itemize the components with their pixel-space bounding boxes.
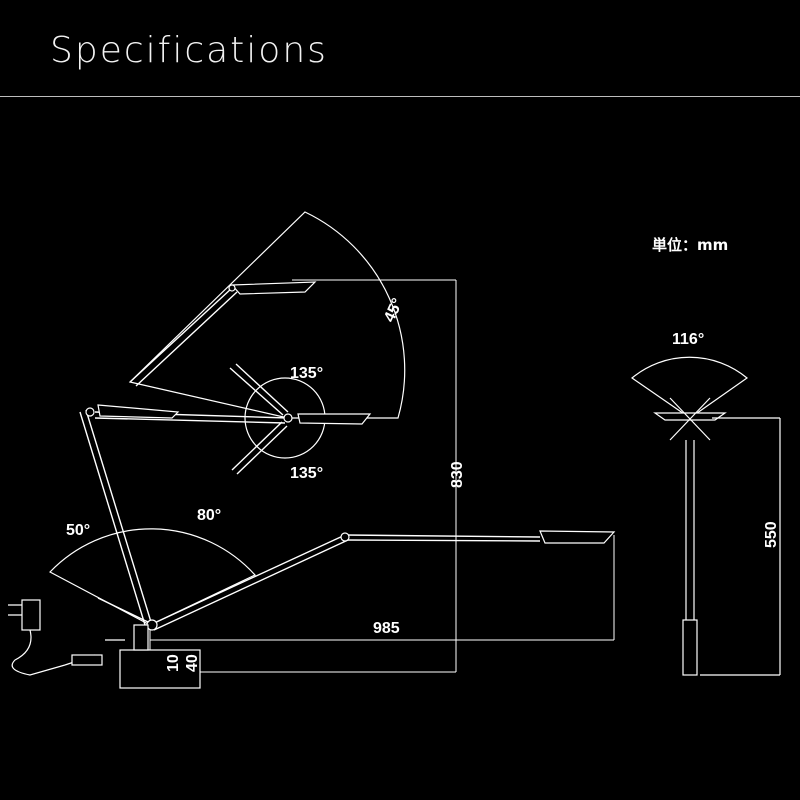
lower-arm xyxy=(149,534,349,631)
lamp-heads xyxy=(85,281,616,631)
elbow-joint xyxy=(340,532,350,542)
vertical-arm xyxy=(79,409,152,626)
unit-label: 単位：mm xyxy=(652,236,728,254)
base-10-label: 10 xyxy=(165,654,182,672)
lamp-head-raised xyxy=(230,281,317,295)
head-tilt-sector xyxy=(128,211,406,419)
angle-joint-upper-label: 135° xyxy=(290,365,323,382)
front-head xyxy=(653,412,727,421)
angle-base-back-label: 50° xyxy=(66,522,90,539)
title-divider xyxy=(0,96,800,97)
joint-arm-down xyxy=(231,421,288,475)
front-view xyxy=(631,356,781,676)
angle-base-forward-label: 80° xyxy=(197,507,221,524)
angle-head-tilt-label: 45° xyxy=(381,296,407,325)
front-clamp xyxy=(682,619,698,676)
center-joint xyxy=(283,413,293,423)
base-stem xyxy=(133,624,149,651)
lamp-head-extended xyxy=(539,530,616,544)
top-joint xyxy=(85,407,95,417)
page-title: Specifications xyxy=(50,30,328,71)
base-block xyxy=(119,649,201,689)
lamp-head-center xyxy=(297,413,372,425)
dimension-lines xyxy=(149,279,615,673)
raised-head-joint xyxy=(228,284,236,292)
reach-dimension-label: 985 xyxy=(373,620,400,637)
adapter-prongs xyxy=(8,604,22,616)
raised-arm xyxy=(129,287,238,387)
lamp-arms xyxy=(79,287,541,631)
front-arm xyxy=(685,440,695,620)
base-angle-sector xyxy=(49,528,256,626)
angle-head-spread-label: 116° xyxy=(672,331,704,348)
ac-adapter xyxy=(21,599,41,631)
base-40-label: 40 xyxy=(184,654,201,672)
forearm-extended xyxy=(344,534,541,542)
height-dimension-label: 830 xyxy=(449,461,466,488)
angle-joint-lower-label: 135° xyxy=(290,465,323,482)
lamp-head-folded xyxy=(97,404,180,419)
head-spread-sector xyxy=(631,356,748,419)
power-cord xyxy=(11,629,66,676)
front-head-cross xyxy=(669,397,711,441)
cord-plug xyxy=(71,654,103,666)
clamp-height-label: 550 xyxy=(763,521,780,548)
joint-arm-up xyxy=(229,363,289,416)
lamp-base xyxy=(8,599,201,689)
base-strut xyxy=(97,597,149,623)
